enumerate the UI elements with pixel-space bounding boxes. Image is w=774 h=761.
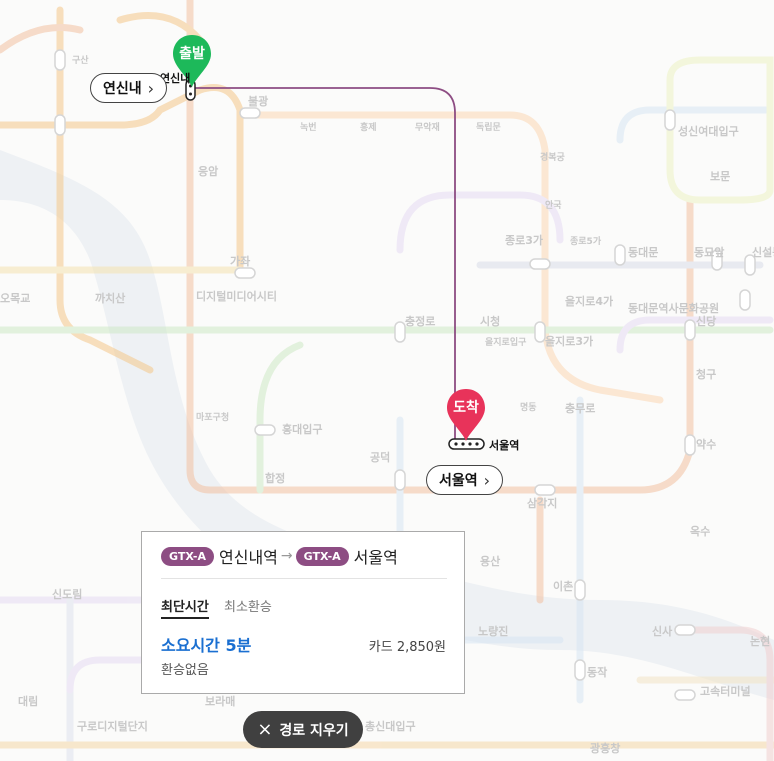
svg-text:종로5가: 종로5가 <box>570 235 602 247</box>
svg-text:안국: 안국 <box>545 200 562 211</box>
arrow-right-icon: → <box>280 548 293 564</box>
clear-route-label: 경로 지우기 <box>279 722 349 739</box>
svg-text:용산: 용산 <box>480 554 500 568</box>
to-station: 서울역 <box>353 548 398 567</box>
panel-divider <box>161 578 447 579</box>
svg-text:광흥창: 광흥창 <box>590 741 620 755</box>
svg-text:성신여대입구: 성신여대입구 <box>678 124 739 138</box>
svg-text:신사: 신사 <box>652 624 673 638</box>
route-summary: GTX-A 연신내역 → GTX-A 서울역 <box>161 544 398 568</box>
destination-node-dot <box>454 442 458 446</box>
destination-marker-text: 도착 <box>453 400 479 416</box>
destination-node-dot <box>468 442 472 446</box>
route-path <box>192 87 456 443</box>
fare: 카드 2,850원 <box>368 640 446 655</box>
destination-label-text: 서울역 <box>439 473 478 489</box>
svg-text:을지로4가: 을지로4가 <box>565 294 613 308</box>
tab-fewest-transfers[interactable]: 최소환승 <box>224 600 272 615</box>
destination-marker[interactable]: 도착 <box>444 387 488 443</box>
svg-text:구산: 구산 <box>72 54 89 66</box>
line-badge-to: GTX-A <box>295 546 349 566</box>
svg-text:옥수: 옥수 <box>690 525 710 538</box>
destination-pin-icon <box>447 389 485 441</box>
svg-text:홍제: 홍제 <box>360 121 377 133</box>
svg-text:가좌: 가좌 <box>230 254 250 268</box>
svg-text:삼각지: 삼각지 <box>527 496 557 510</box>
travel-duration: 소요시간 5분 <box>161 636 252 655</box>
svg-text:무악재: 무악재 <box>415 121 440 133</box>
origin-marker-text: 출발 <box>179 46 205 62</box>
destination-station-label[interactable]: 서울역 › <box>426 465 504 495</box>
svg-text:이촌: 이촌 <box>553 579 573 593</box>
svg-text:동대문: 동대문 <box>628 245 658 259</box>
clear-route-button[interactable]: × 경로 지우기 <box>243 711 363 748</box>
svg-text:공덕: 공덕 <box>370 450 390 464</box>
transfer-count: 환승없음 <box>161 663 209 678</box>
line-badge-from: GTX-A <box>161 546 215 566</box>
svg-text:노량진: 노량진 <box>478 624 508 638</box>
origin-pin-icon <box>173 35 211 87</box>
svg-text:독립문: 독립문 <box>476 121 501 133</box>
svg-text:충무로: 충무로 <box>565 401 595 415</box>
from-station: 연신내역 <box>219 548 278 567</box>
svg-text:명동: 명동 <box>520 401 537 413</box>
svg-text:신설동: 신설동 <box>752 245 774 259</box>
svg-text:대림: 대림 <box>18 694 38 708</box>
origin-label-text: 연신내 <box>103 81 142 97</box>
chevron-right-icon: › <box>147 78 155 98</box>
origin-station-text: 연신내 <box>160 72 191 85</box>
svg-text:논현: 논현 <box>750 634 770 648</box>
svg-text:동묘앞: 동묘앞 <box>694 246 724 259</box>
origin-station-label[interactable]: 연신내 › <box>90 73 168 103</box>
destination-station-text: 서울역 <box>489 439 520 452</box>
svg-text:디지털미디어시티: 디지털미디어시티 <box>196 289 277 303</box>
origin-node-dot <box>189 92 192 96</box>
svg-text:마포구청: 마포구청 <box>196 411 229 423</box>
svg-text:약수: 약수 <box>696 437 716 451</box>
chevron-right-icon: › <box>483 470 491 490</box>
svg-text:구로디지털단지: 구로디지털단지 <box>77 719 148 733</box>
svg-text:충정로: 충정로 <box>405 314 435 328</box>
svg-text:까치산: 까치산 <box>95 291 125 305</box>
svg-text:신당: 신당 <box>696 314 716 328</box>
svg-text:녹번: 녹번 <box>300 121 317 133</box>
destination-node-dot <box>461 442 465 446</box>
tab-shortest-time[interactable]: 최단시간 <box>161 596 209 619</box>
svg-text:시청: 시청 <box>480 314 500 328</box>
map-labels: 불광 녹번 홍제 무악재 독립문 경복궁 안국 종로3가 종로5가 동대문 동묘… <box>0 54 774 755</box>
svg-text:오목교: 오목교 <box>0 292 30 305</box>
destination-node-dot <box>475 442 479 446</box>
svg-text:청구: 청구 <box>696 367 716 381</box>
svg-text:홍대입구: 홍대입구 <box>282 422 322 436</box>
station-nodes <box>54 49 756 701</box>
svg-text:보문: 보문 <box>710 170 730 183</box>
svg-text:고속터미널: 고속터미널 <box>700 684 751 698</box>
svg-text:동대문역사문화공원: 동대문역사문화공원 <box>628 301 719 315</box>
origin-marker[interactable]: 출발 <box>170 33 214 89</box>
svg-text:종로3가: 종로3가 <box>505 233 543 247</box>
svg-text:보라매: 보라매 <box>205 694 235 708</box>
svg-text:합정: 합정 <box>265 471 285 485</box>
close-icon: × <box>257 719 273 740</box>
svg-text:총신대입구: 총신대입구 <box>365 719 416 733</box>
svg-text:응암: 응암 <box>198 165 218 178</box>
svg-text:동작: 동작 <box>587 665 607 679</box>
svg-text:경복궁: 경복궁 <box>540 151 566 163</box>
svg-text:신도림: 신도림 <box>52 587 82 601</box>
svg-text:을지로3가: 을지로3가 <box>545 334 593 348</box>
svg-text:불광: 불광 <box>248 95 268 108</box>
svg-text:을지로입구: 을지로입구 <box>485 336 526 348</box>
route-info-panel: GTX-A 연신내역 → GTX-A 서울역 최단시간 최소환승 소요시간 5분… <box>141 531 465 694</box>
